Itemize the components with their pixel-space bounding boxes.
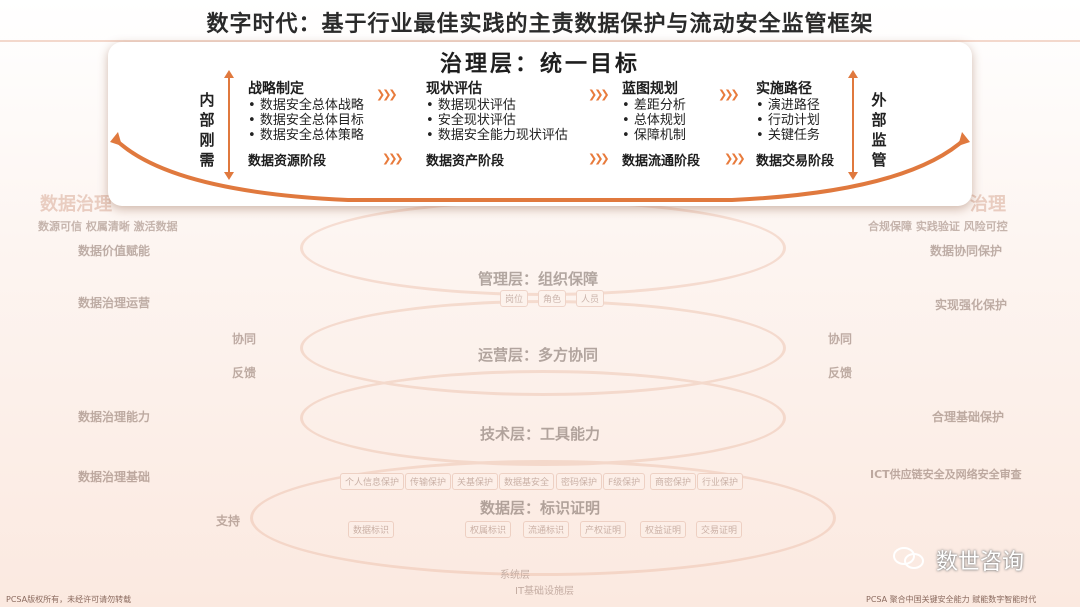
tech-box-8: 行业保护 — [697, 473, 744, 490]
ring-3 — [300, 370, 786, 466]
data-box-4: 产权证明 — [580, 521, 627, 538]
chevron-right-icon: ❯❯❯ — [588, 152, 610, 165]
mgmt-box-2: 角色 — [538, 290, 567, 307]
column-item: 关键任务 — [756, 128, 820, 143]
left-axis-line — [228, 76, 230, 172]
right-block-4: ICT供应链安全及网络安全审查 — [870, 468, 1022, 481]
tech-box-5: 密码保护 — [556, 473, 603, 490]
mgmt-box-1: 岗位 — [500, 290, 529, 307]
right-arrow-1: 协同 — [828, 332, 853, 346]
mgmt-box-3: 人员 — [576, 290, 605, 307]
tech-box-7: 商密保护 — [650, 473, 697, 490]
right-axis-line — [852, 76, 854, 172]
right-sub: 合规保障 实践验证 风险可控 — [868, 220, 1008, 233]
column-item: 总体规划 — [622, 113, 686, 128]
column-head: 战略制定 — [248, 81, 304, 97]
right-heading: 治理 — [970, 194, 1006, 215]
page-title: 数字时代：基于行业最佳实践的主责数据保护与流动安全监管框架 — [206, 12, 874, 37]
data-box-1: 数据标识 — [348, 521, 395, 538]
data-box-6: 交易证明 — [696, 521, 743, 538]
chevron-right-icon: ❯❯❯ — [718, 88, 740, 101]
sweep-arc-icon — [110, 132, 970, 202]
data-box-5: 权益证明 — [640, 521, 687, 538]
left-block-1: 数据价值赋能 — [78, 244, 151, 258]
right-block-2: 实现强化保护 — [935, 298, 1008, 312]
footer-right: PCSA 聚合中国关键安全能力 赋能数字智能时代 — [866, 595, 1037, 604]
chevron-right-icon: ❯❯❯ — [724, 152, 746, 165]
data-box-2: 权属标识 — [465, 521, 512, 538]
column-item: 数据安全总体战略 — [248, 98, 364, 113]
column-head: 现状评估 — [426, 81, 482, 97]
stage-label: 数据资源阶段 — [248, 154, 327, 169]
column-item: 数据安全总体策略 — [248, 128, 364, 143]
down-arrow-icon — [848, 172, 858, 180]
bottom-row-2: IT基础设施层 — [515, 586, 575, 597]
layer-data: 数据层：标识证明 — [480, 499, 601, 517]
chevron-right-icon: ❯❯❯ — [382, 152, 404, 165]
title-divider — [0, 40, 1080, 42]
wechat-icon — [893, 547, 924, 569]
data-box-3: 流通标识 — [523, 521, 570, 538]
column-item: 演进路径 — [756, 98, 820, 113]
internal-need-label: 内部刚需 — [199, 91, 215, 169]
stage-label: 数据资产阶段 — [426, 154, 505, 169]
column-assessment: 现状评估 数据现状评估 安全现状评估 数据安全能力现状评估 — [426, 80, 568, 143]
column-implementation: 实施路径 演进路径 行动计划 关键任务 — [756, 80, 820, 143]
layer-management: 管理层：组织保障 — [478, 270, 599, 288]
external-supervision-label: 外部监管 — [871, 91, 887, 169]
right-arrow-2: 反馈 — [828, 366, 853, 380]
down-arrow-icon — [224, 172, 234, 180]
bottom-row-1: 系统层 — [500, 570, 530, 581]
column-item: 数据安全能力现状评估 — [426, 128, 568, 143]
column-item: 数据现状评估 — [426, 98, 568, 113]
column-item: 安全现状评估 — [426, 113, 568, 128]
stage-label: 数据流通阶段 — [622, 154, 701, 169]
layer-operations: 运营层：多方协同 — [478, 346, 599, 364]
column-head: 实施路径 — [756, 81, 812, 97]
left-block-2: 数据治理运营 — [78, 296, 151, 310]
up-arrow-icon — [224, 70, 234, 78]
right-block-3: 合理基础保护 — [932, 410, 1005, 424]
panel-title: 治理层：统一目标 — [439, 52, 640, 77]
tech-box-1: 个人信息保护 — [340, 473, 405, 490]
ring-4 — [250, 460, 836, 576]
tech-box-4: 数据基安全 — [499, 473, 555, 490]
left-arrow-1: 协同 — [232, 332, 257, 346]
left-heading: 数据治理 — [40, 194, 112, 215]
column-item: 保障机制 — [622, 128, 686, 143]
up-arrow-icon — [848, 70, 858, 78]
left-arrow-3: 支持 — [216, 514, 241, 528]
tech-box-3: 关基保护 — [452, 473, 499, 490]
tech-box-6: F级保护 — [603, 473, 646, 490]
right-block-1: 数据协同保护 — [930, 244, 1003, 258]
layer-technology: 技术层：工具能力 — [480, 425, 601, 443]
column-strategy: 战略制定 数据安全总体战略 数据安全总体目标 数据安全总体策略 — [248, 80, 364, 143]
column-item: 数据安全总体目标 — [248, 113, 364, 128]
stage-label: 数据交易阶段 — [756, 154, 835, 169]
left-block-3: 数据治理能力 — [78, 410, 151, 424]
left-arrow-2: 反馈 — [232, 366, 257, 380]
governance-panel: 治理层：统一目标 内部刚需 外部监管 战略制定 数据安全总体战略 数据安全总体目… — [108, 42, 972, 206]
column-item: 行动计划 — [756, 113, 820, 128]
chevron-right-icon: ❯❯❯ — [376, 88, 398, 101]
column-blueprint: 蓝图规划 差距分析 总体规划 保障机制 — [622, 80, 686, 143]
footer-left: PCSA版权所有，未经许可请勿转载 — [6, 595, 132, 604]
left-block-4: 数据治理基础 — [78, 470, 151, 484]
tech-box-2: 传输保护 — [405, 473, 452, 490]
left-sub: 数源可信 权属清晰 激活数据 — [38, 220, 178, 233]
watermark-text: 数世咨询 — [936, 550, 1025, 575]
column-item: 差距分析 — [622, 98, 686, 113]
column-head: 蓝图规划 — [622, 81, 678, 97]
chevron-right-icon: ❯❯❯ — [588, 88, 610, 101]
